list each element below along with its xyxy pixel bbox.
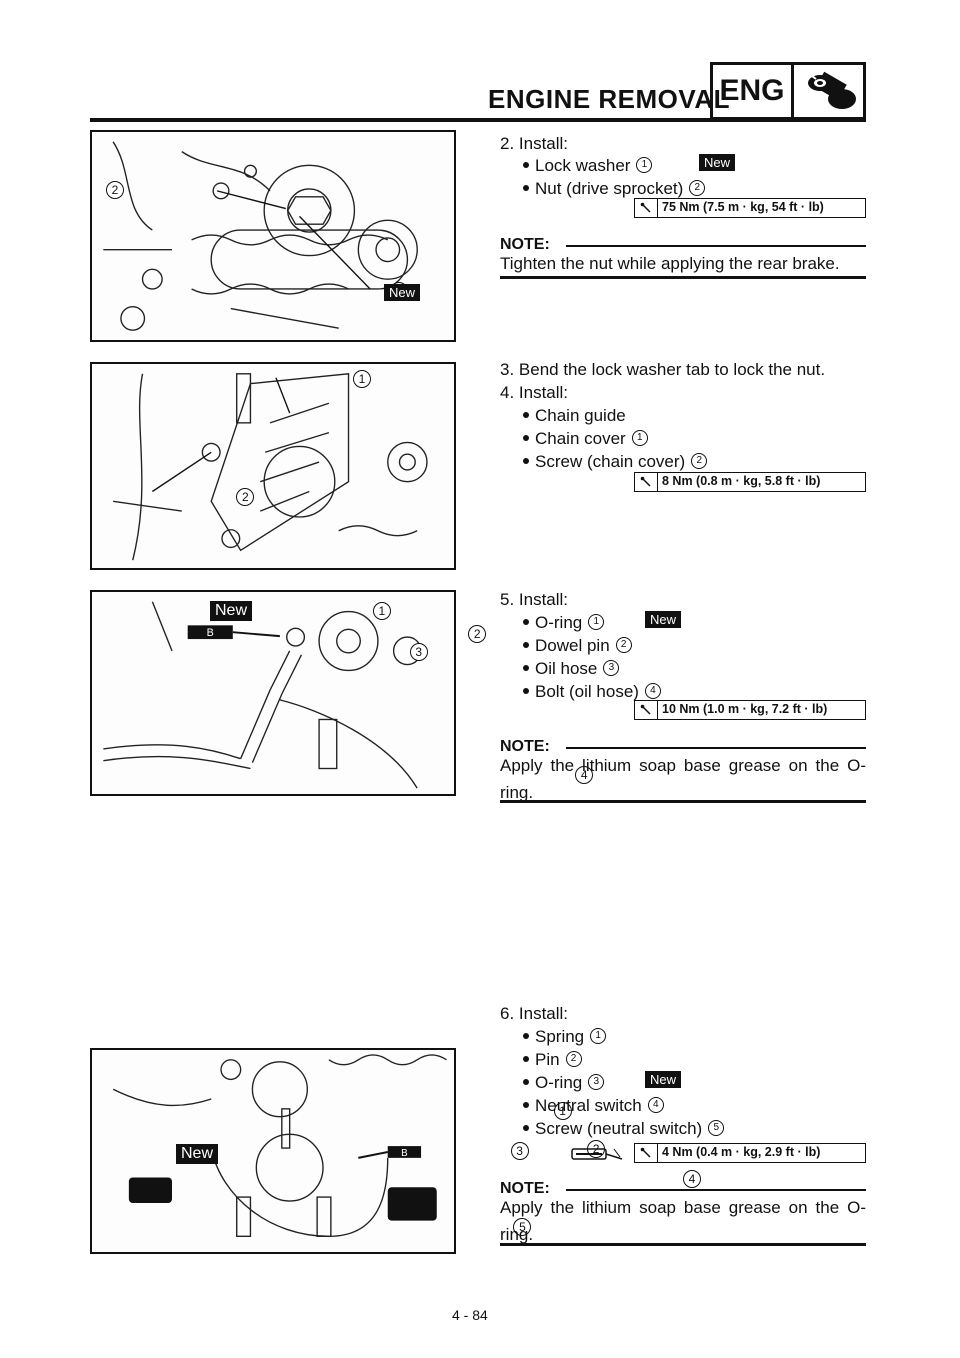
engine-wrench-icon <box>794 65 863 117</box>
note-rule <box>566 747 866 749</box>
step-2-item-2: Nut (drive sprocket)2 <box>523 179 706 199</box>
figure-neutral-switch: B <box>90 1048 456 1254</box>
note-label-step6: NOTE: <box>500 1180 550 1197</box>
callout-1-fig1: 2 <box>106 181 124 199</box>
new-badge-step2: New <box>699 154 736 171</box>
note-label-step2: NOTE: <box>500 236 550 253</box>
bullet-dot <box>523 664 529 671</box>
callout-5-fig4: 5 <box>513 1218 532 1236</box>
step-5-title: 5. Install: <box>500 590 569 609</box>
bullet-dot <box>523 1124 529 1131</box>
new-badge-step5: New <box>645 611 682 628</box>
step-5-item-4: Bolt (oil hose)4 <box>523 682 661 702</box>
bullet-dot <box>523 1078 529 1085</box>
bullet-dot <box>523 1032 529 1039</box>
note-text-step2: Tighten the nut while applying the rear … <box>500 254 840 273</box>
bullet-dot <box>523 457 529 464</box>
note-end-rule <box>500 800 866 803</box>
note-end-rule <box>500 1243 866 1246</box>
note-rule <box>566 1189 866 1191</box>
bullet-dot <box>523 184 529 191</box>
header-rule <box>90 118 866 122</box>
torque-wrench-icon <box>635 473 658 491</box>
step-4-item-3: Screw (chain cover)2 <box>523 452 708 472</box>
section-tab: ENG <box>710 62 866 120</box>
bullet-dot <box>523 161 529 168</box>
callout-4-fig3: 4 <box>575 766 594 784</box>
torque-spec-step2: 75 Nm (7.5 m · kg, 54 ft · lb) <box>634 198 866 218</box>
note-label-step5: NOTE: <box>500 738 550 755</box>
step-3-title: 3. Bend the lock washer tab to lock the … <box>500 360 826 379</box>
page-number: 4 - 84 <box>452 1307 488 1323</box>
figure-drive-sprocket <box>90 130 456 342</box>
svg-text:B: B <box>207 627 214 639</box>
torque-spec-step4: 8 Nm (0.8 m · kg, 5.8 ft · lb) <box>634 472 866 492</box>
torque-spec-step5: 10 Nm (1.0 m · kg, 7.2 ft · lb) <box>634 700 866 720</box>
new-badge-fig3: New <box>210 601 253 621</box>
bullet-dot <box>523 1055 529 1062</box>
callout-1-fig2: 1 <box>352 370 371 388</box>
callout-4-fig4: 4 <box>682 1170 701 1188</box>
callout-1-fig3: 1 <box>372 602 391 620</box>
step-4-title: 4. Install: <box>500 383 569 402</box>
new-badge-fig4: New <box>176 1144 219 1164</box>
callout-3-fig4: 3 <box>510 1142 529 1160</box>
bullet-dot <box>523 1101 529 1108</box>
bullet-dot <box>523 641 529 648</box>
torque-wrench-icon <box>635 701 658 719</box>
section-label: ENG <box>713 65 794 117</box>
new-badge-step6: New <box>645 1071 682 1088</box>
note-text-step6: Apply the lithium soap base grease on th… <box>500 1198 866 1244</box>
callout-2-fig2: 2 <box>236 488 255 506</box>
figure-chain-cover <box>90 362 456 570</box>
figure-oil-hose: B <box>90 590 456 796</box>
torque-wrench-icon <box>635 1144 658 1162</box>
grease-gun-icon <box>570 1143 626 1170</box>
bullet-dot <box>523 434 529 441</box>
page-title: ENGINE REMOVAL <box>488 84 730 114</box>
note-rule <box>566 245 866 247</box>
step-4-item-1: Chain guide <box>523 406 626 426</box>
bullet-dot <box>523 687 529 694</box>
bullet-dot <box>523 618 529 625</box>
bullet-dot <box>523 411 529 418</box>
step-2-title: 2. Install: <box>500 134 569 153</box>
torque-spec-step6: 4 Nm (0.4 m · kg, 2.9 ft · lb) <box>634 1143 866 1163</box>
step-6-item-5: Screw (neutral switch)5 <box>523 1119 725 1139</box>
note-end-rule <box>500 276 866 279</box>
callout-1-fig4: 1 <box>553 1102 572 1120</box>
note-text-step5: Apply the lithium soap base grease on th… <box>500 756 866 802</box>
torque-wrench-icon <box>635 199 658 217</box>
callout-3-fig3: 3 <box>409 643 428 661</box>
step-6-title: 6. Install: <box>500 1004 569 1023</box>
svg-text:B: B <box>401 1148 408 1159</box>
new-badge-fig1: New <box>384 284 421 301</box>
callout-2-fig3: 2 <box>468 625 487 643</box>
